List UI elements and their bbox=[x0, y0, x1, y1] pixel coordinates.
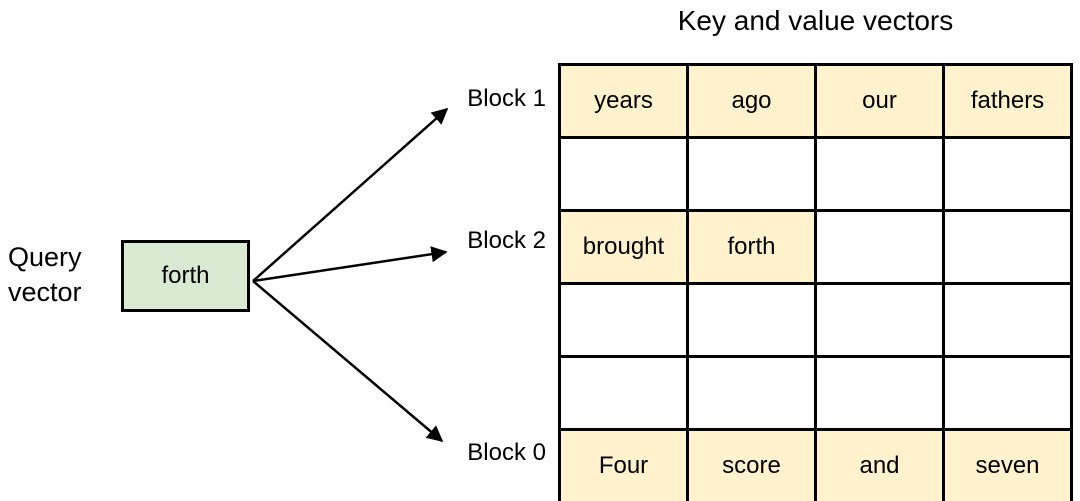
arrow-query-to-block-2 bbox=[252, 246, 448, 283]
table-cell-empty bbox=[942, 282, 1073, 358]
table-cell-empty bbox=[558, 136, 689, 212]
table-cell-forth: forth bbox=[686, 209, 817, 285]
query-vector-label: Query vector bbox=[8, 242, 82, 307]
query-vector-box: forth bbox=[121, 240, 250, 312]
table-cell-seven: seven bbox=[942, 428, 1073, 501]
table-cell-empty bbox=[814, 209, 945, 285]
table-row bbox=[558, 282, 1073, 358]
query-vector-box-text: forth bbox=[161, 262, 210, 289]
table-cell-empty bbox=[814, 136, 945, 212]
table-cell-ago: ago bbox=[686, 63, 817, 139]
block-2-label: Block 2 bbox=[467, 227, 546, 254]
block-1-label: Block 1 bbox=[467, 85, 546, 112]
table-cell-empty bbox=[942, 209, 1073, 285]
table-cell-empty bbox=[558, 282, 689, 358]
table-cell-empty bbox=[942, 136, 1073, 212]
table-row bbox=[558, 136, 1073, 212]
table-row bbox=[558, 355, 1073, 431]
table-title: Key and value vectors bbox=[677, 5, 954, 36]
table-cell-fathers: fathers bbox=[942, 63, 1073, 139]
table-cell-empty bbox=[686, 282, 817, 358]
table-cell-score: score bbox=[686, 428, 817, 501]
arrow-query-to-block-0 bbox=[252, 280, 444, 443]
table-cell-years: years bbox=[558, 63, 689, 139]
table-cell-empty bbox=[686, 355, 817, 431]
table-cell-empty bbox=[814, 355, 945, 431]
table-cell-and: and bbox=[814, 428, 945, 501]
arrow-query-to-block-1 bbox=[252, 107, 449, 282]
table-cell-empty bbox=[558, 355, 689, 431]
block-0-label: Block 0 bbox=[467, 439, 546, 466]
table-cell-empty bbox=[942, 355, 1073, 431]
table-cell-empty bbox=[686, 136, 817, 212]
table-cell-brought: brought bbox=[558, 209, 689, 285]
table-cell-empty bbox=[814, 282, 945, 358]
table-cell-Four: Four bbox=[558, 428, 689, 501]
table-cell-our: our bbox=[814, 63, 945, 139]
